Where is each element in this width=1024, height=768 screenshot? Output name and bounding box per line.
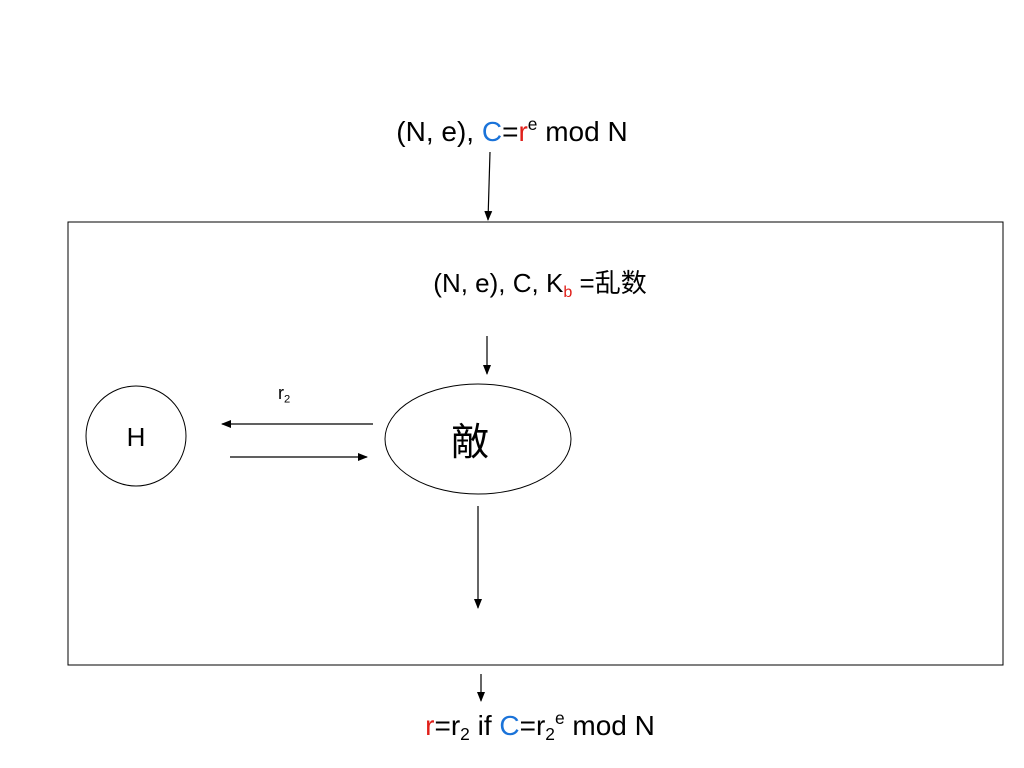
system-box xyxy=(67,221,1004,666)
random-coins-text: =乱数 xyxy=(572,268,647,298)
mod-n-text-bottom: mod N xyxy=(564,709,655,741)
adversary-input-prefix: (N, e), C, K xyxy=(433,268,564,298)
query-label: r2 xyxy=(278,384,290,406)
plaintext-symbol-bottom: r xyxy=(425,709,435,741)
subscript-b: b xyxy=(563,282,573,301)
plaintext-symbol: r xyxy=(518,115,528,147)
exponent-e-bottom: e xyxy=(554,708,565,728)
subscript-2-second: 2 xyxy=(545,723,555,744)
ciphertext-symbol: C xyxy=(481,115,503,147)
mod-n-text: mod N xyxy=(537,115,628,147)
exponent-e: e xyxy=(527,114,538,134)
equals-sign: = xyxy=(502,115,519,147)
subscript-2-first: 2 xyxy=(460,723,470,744)
equals-r-text: =r xyxy=(434,709,461,741)
oracle-label-text: H xyxy=(126,422,146,452)
query-label-r: r xyxy=(278,383,284,403)
adversary-ellipse xyxy=(384,383,572,495)
oracle-circle xyxy=(85,385,187,487)
adversary-input-formula: (N, e), C, Kb =乱数 xyxy=(0,270,1024,300)
adversary-label-text: 敵 xyxy=(450,422,490,464)
challenge-formula: (N, e), C=re mod N xyxy=(0,114,1024,147)
input-arrow xyxy=(484,151,493,221)
challenge-formula-prefix: (N, e), xyxy=(396,115,482,147)
query-label-subscript: 2 xyxy=(284,393,291,406)
ciphertext-symbol-bottom: C xyxy=(499,709,520,741)
success-condition-formula: r=r2 if C=r2e mod N xyxy=(0,708,1024,744)
equals-r-text-second: =r xyxy=(519,709,546,741)
if-text: if xyxy=(469,709,500,741)
